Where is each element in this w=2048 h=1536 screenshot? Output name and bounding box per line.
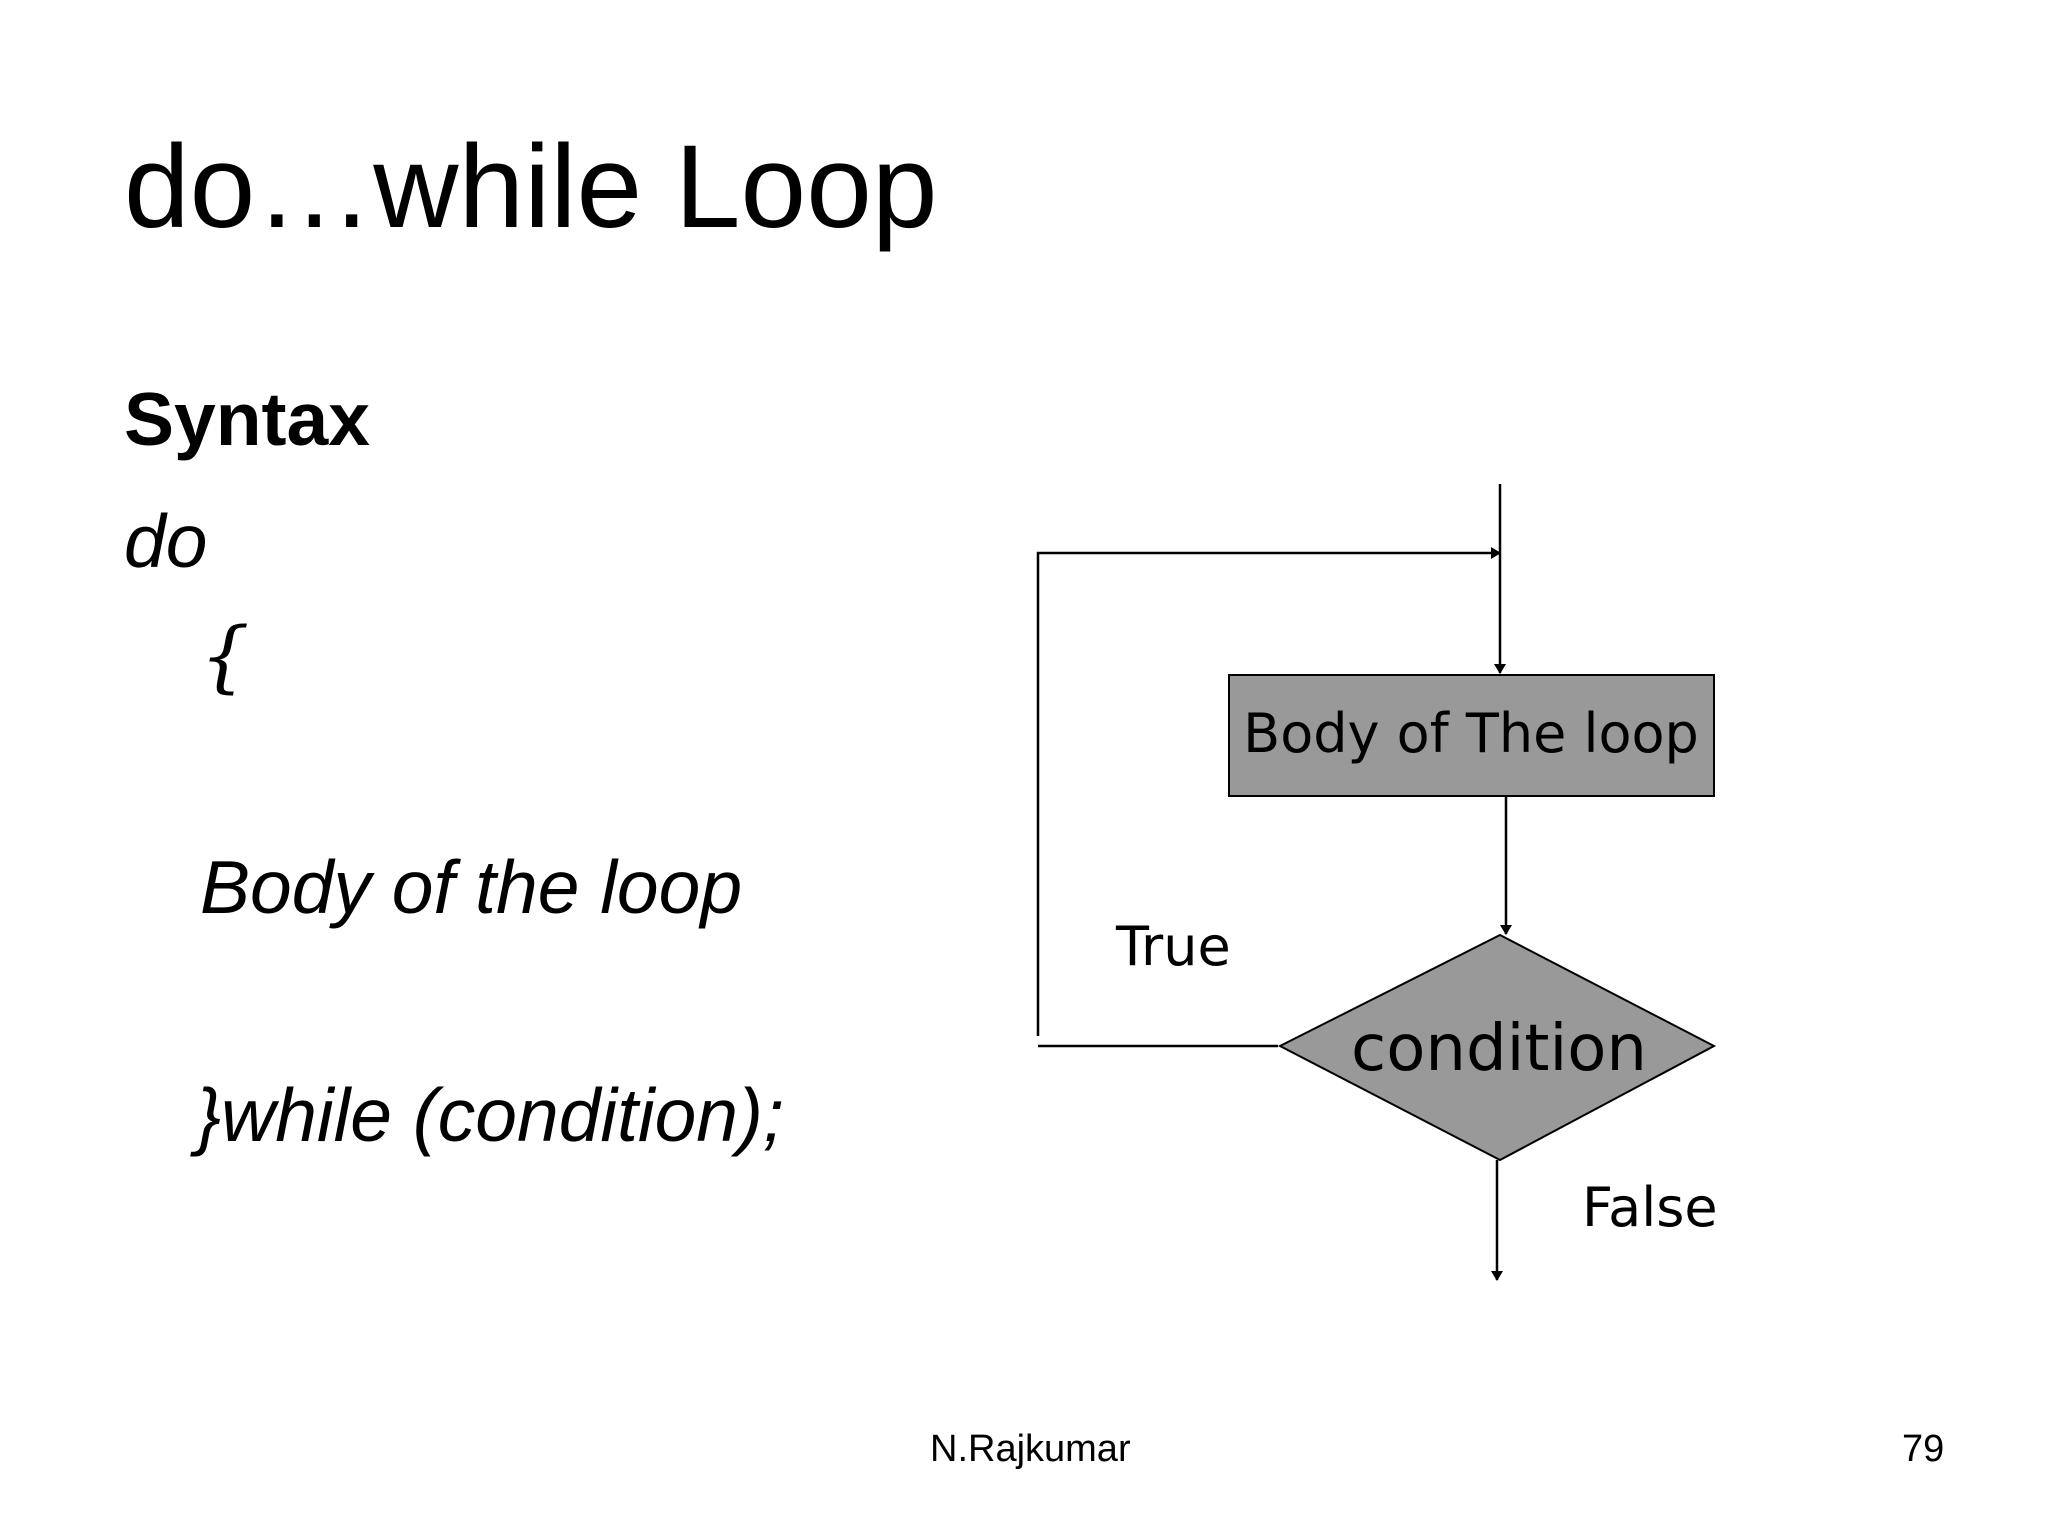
body-of-loop-label: Body of The loop <box>1243 702 1699 765</box>
footer-author: N.Rajkumar <box>930 1428 1131 1470</box>
code-open-brace: { <box>200 612 250 702</box>
code-body-line: Body of the loop <box>200 845 743 929</box>
true-label: True <box>1115 915 1231 978</box>
false-label: False <box>1582 1176 1718 1239</box>
syntax-heading: Syntax <box>124 377 370 461</box>
slide-title: do…while Loop <box>124 121 938 253</box>
footer-page-number: 79 <box>1902 1428 1945 1470</box>
code-do-keyword: do <box>124 499 208 583</box>
body-of-loop-box <box>1228 674 1715 797</box>
condition-diamond <box>1277 933 1717 1162</box>
code-while-clause: }while (condition); <box>196 1073 784 1157</box>
true-loop-up-line <box>1036 547 1501 1036</box>
condition-label: condition <box>1351 1012 1647 1086</box>
